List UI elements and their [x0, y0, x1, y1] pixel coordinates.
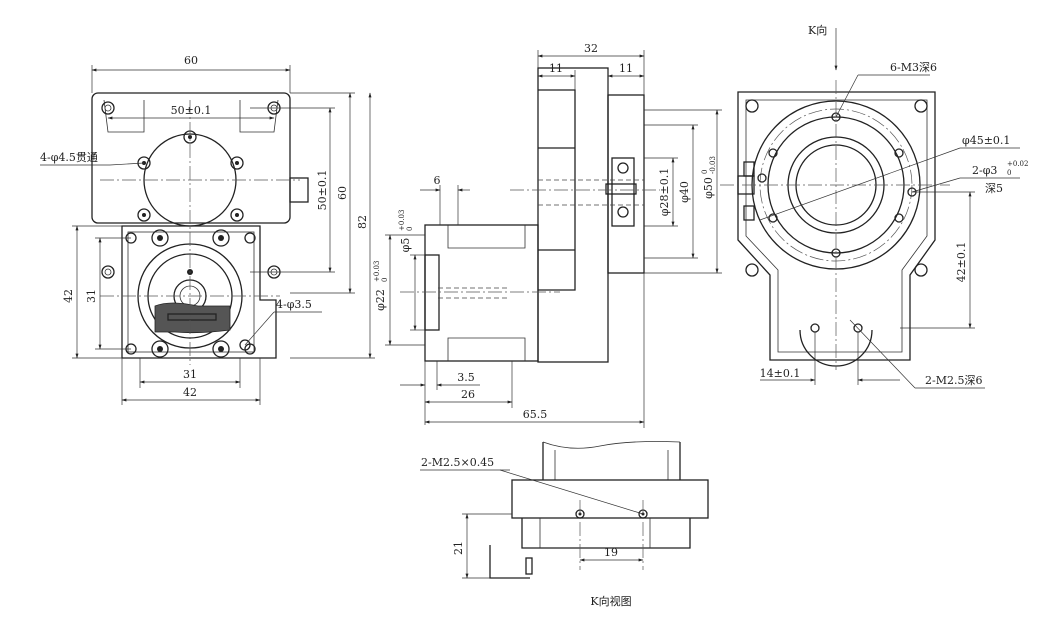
right-body-inner: [745, 99, 928, 353]
dim-shaft-dia-5: φ5 +0.03 0: [398, 210, 414, 253]
k-view-lower-body: [521, 518, 691, 549]
side-key: [605, 183, 637, 195]
label-lower-holes: 4-φ3.5: [276, 298, 312, 311]
dim-front-height-82: 82: [356, 215, 369, 229]
side-input-housing: [424, 224, 539, 362]
section-key: [167, 313, 217, 321]
dim-side-65-5: 65.5: [523, 408, 548, 421]
right-dimensions: [759, 28, 1020, 389]
k-view-upper-sides: [542, 442, 681, 480]
dim-side-11-right: 11: [619, 62, 633, 75]
right-body-outline: [737, 91, 936, 361]
plate-holes: [101, 101, 281, 279]
dim-side-3-5: 3.5: [457, 371, 475, 384]
dim-front-hole-spacing: 50±0.1: [171, 104, 212, 117]
label-through-holes: 4-φ4.5贯通: [40, 151, 98, 164]
k-view-dimensions: [420, 469, 644, 579]
side-shaft-block: [611, 157, 635, 227]
dim-side-width-32: 32: [584, 42, 598, 55]
dim-right-14: 14±0.1: [760, 367, 801, 380]
front-dimensions: [40, 65, 375, 405]
svg-text:+0.02: +0.02: [1007, 160, 1028, 168]
k-view-wire: [489, 545, 530, 579]
dim-lower-height-31: 31: [85, 289, 98, 303]
svg-text:+0.03: +0.03: [398, 210, 406, 231]
dim-front-height-60: 60: [336, 186, 349, 200]
top-plate-outline: [91, 92, 291, 224]
dim-lower-width-42: 42: [183, 386, 197, 399]
motor-bolts: [137, 130, 244, 222]
side-view: [400, 67, 660, 363]
dim-front-width: 60: [184, 54, 198, 67]
dim-shaft-dia-22: φ22 +0.03 0: [373, 261, 389, 311]
k-view-body: [511, 479, 709, 519]
dim-side-dia-40: φ40: [678, 181, 691, 203]
dim-bottom-19: 19: [604, 546, 618, 559]
label-m25-holes: 2-M2.5深6: [925, 374, 982, 387]
dim-side-dia-50: φ50 0 -0.03: [701, 156, 717, 199]
dim-front-vert-spacing: 50±0.1: [316, 170, 329, 211]
side-dimensions: [385, 50, 722, 428]
dim-side-11-left: 11: [549, 62, 563, 75]
k-view: [489, 441, 709, 579]
svg-text:φ5: φ5: [399, 238, 412, 253]
right-view: [720, 80, 950, 370]
label-k-direction: K向: [808, 23, 827, 37]
k-view-break-line: [542, 441, 681, 449]
lower-bolts: [125, 229, 256, 358]
label-pin-holes: 2-φ3 +0.02 0: [972, 160, 1028, 177]
dim-side-6: 6: [434, 174, 441, 187]
dim-side-26: 26: [461, 388, 475, 401]
hatched-section: [154, 302, 231, 334]
side-input-steps: [447, 225, 526, 361]
dim-dia-45: φ45±0.1: [962, 134, 1010, 147]
front-view: [91, 92, 309, 365]
dim-side-dia-28: φ28±0.1: [658, 168, 671, 216]
input-shaft-stub: [424, 254, 440, 331]
side-body-outline: [537, 67, 609, 363]
dim-bottom-21: 21: [452, 541, 465, 555]
svg-text:φ22: φ22: [374, 289, 387, 311]
svg-text:0: 0: [1007, 169, 1011, 177]
svg-text:0: 0: [406, 227, 414, 231]
svg-text:+0.03: +0.03: [373, 261, 381, 282]
side-body-steps: [538, 89, 576, 291]
svg-text:φ50: φ50: [702, 177, 715, 199]
label-bottom-m25: 2-M2.5×0.45: [421, 456, 494, 469]
svg-text:0: 0: [701, 170, 709, 174]
dim-lower-height-42: 42: [62, 289, 75, 303]
label-pin-depth: 深5: [985, 182, 1003, 195]
side-lug: [289, 177, 309, 203]
caption-k-view: K向视图: [590, 594, 631, 608]
dim-right-42: 42±0.1: [955, 242, 968, 283]
svg-text:2-φ3: 2-φ3: [972, 164, 997, 177]
svg-text:-0.03: -0.03: [709, 156, 717, 174]
svg-text:0: 0: [381, 278, 389, 282]
right-lower-arc: [799, 329, 873, 367]
plate-corner-pockets: [103, 99, 279, 133]
dim-lower-width-31: 31: [183, 368, 197, 381]
label-m3-holes: 6-M3深6: [890, 61, 937, 74]
lower-housing-inner: [127, 231, 255, 353]
